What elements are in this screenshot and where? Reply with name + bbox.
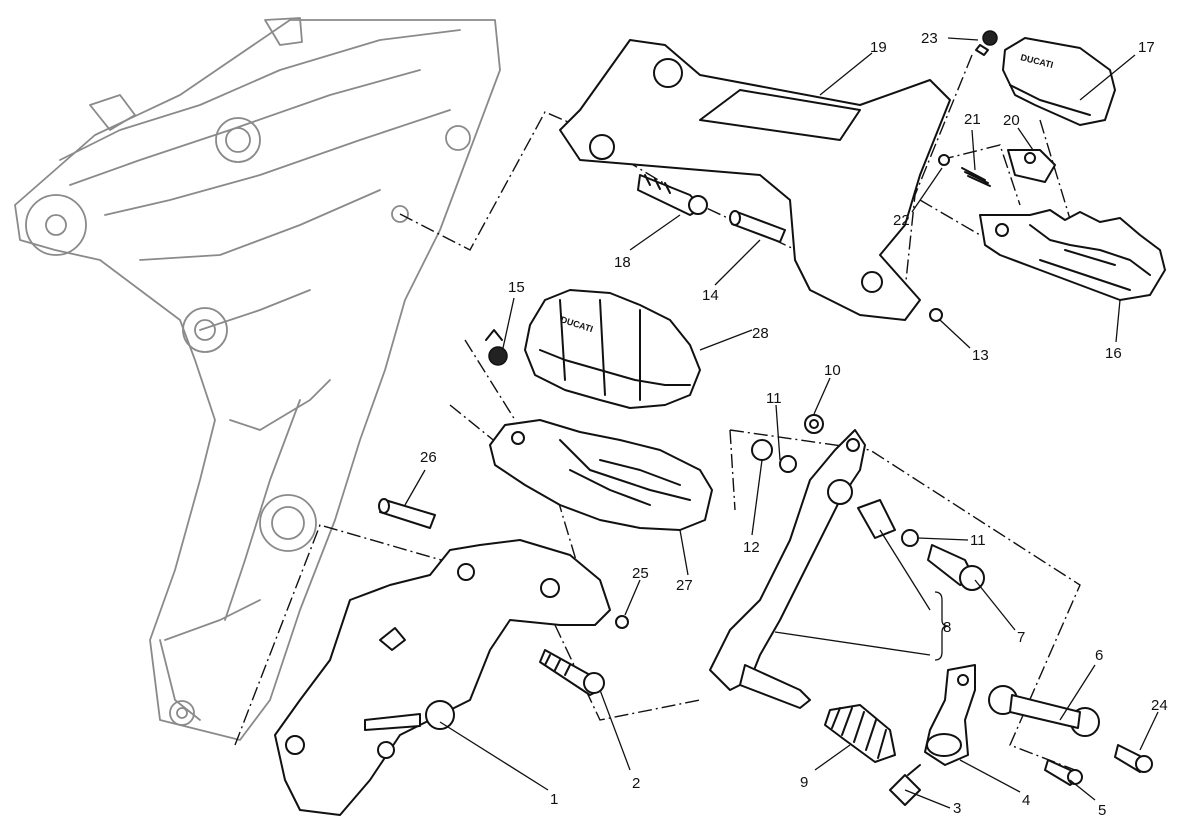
callout-22: 22 — [893, 212, 910, 229]
callout-12: 12 — [743, 539, 760, 556]
lower-footpeg — [489, 419, 713, 531]
bolt-2 — [539, 649, 605, 696]
callout-11-lower: 11 — [970, 532, 986, 549]
callout-26: 26 — [420, 449, 437, 466]
callout-15: 15 — [508, 279, 525, 296]
upper-rubber-pad: DUCATI — [1002, 37, 1116, 126]
callout-11-upper: 11 — [766, 390, 782, 407]
link-rod-6 — [988, 685, 1100, 737]
pin-14 — [729, 210, 786, 243]
bushing-10 — [804, 414, 824, 434]
callout-18: 18 — [614, 254, 631, 271]
pin-26 — [378, 498, 436, 529]
callout-25: 25 — [632, 565, 649, 582]
callout-21: 21 — [964, 111, 981, 128]
bolt-24 — [1114, 744, 1153, 773]
ball-22 — [938, 154, 950, 166]
callout-5: 5 — [1098, 802, 1106, 819]
linkage-arm-4 — [924, 664, 976, 766]
bushing — [857, 499, 896, 539]
leader-lines — [404, 37, 1159, 809]
screw-23 — [975, 30, 998, 56]
shift-rubber-9 — [824, 704, 896, 763]
callout-10: 10 — [824, 362, 841, 379]
callout-28: 28 — [752, 325, 769, 342]
pivot-bolt-7 — [927, 544, 985, 591]
callout-17: 17 — [1138, 39, 1155, 56]
callout-3: 3 — [953, 800, 961, 817]
callout-4: 4 — [1022, 792, 1030, 809]
bolt-18 — [637, 174, 708, 216]
spring-21 — [961, 167, 991, 187]
callout-numbers: 1 2 3 4 5 6 7 8 9 10 11 11 12 13 14 15 1… — [420, 30, 1168, 819]
gear-lever — [709, 429, 866, 709]
upper-bracket — [559, 39, 951, 321]
circlip-25 — [615, 615, 629, 629]
callout-8: 8 — [943, 619, 951, 636]
callout-14: 14 — [702, 287, 719, 304]
spring-15 — [485, 329, 508, 366]
bolt-3 — [889, 764, 921, 806]
callout-6: 6 — [1095, 647, 1103, 664]
callout-13: 13 — [972, 347, 989, 364]
callout-7: 7 — [1017, 629, 1025, 646]
frame-subframe — [14, 17, 501, 741]
callout-23: 23 — [921, 30, 938, 47]
callout-20: 20 — [1003, 112, 1020, 129]
washers — [751, 439, 919, 547]
callout-27: 27 — [676, 577, 693, 594]
bolt-5 — [1044, 759, 1083, 786]
callout-1: 1 — [550, 791, 558, 808]
callout-24: 24 — [1151, 697, 1168, 714]
callout-19: 19 — [870, 39, 887, 56]
lower-rubber-pad: DUCATI — [524, 289, 701, 409]
upper-footpeg — [979, 209, 1166, 301]
lower-bracket — [274, 539, 611, 816]
plate-20 — [1007, 149, 1056, 183]
callout-2: 2 — [632, 775, 640, 792]
callout-16: 16 — [1105, 345, 1122, 362]
circlip-13 — [929, 308, 943, 322]
callout-9: 9 — [800, 774, 808, 791]
